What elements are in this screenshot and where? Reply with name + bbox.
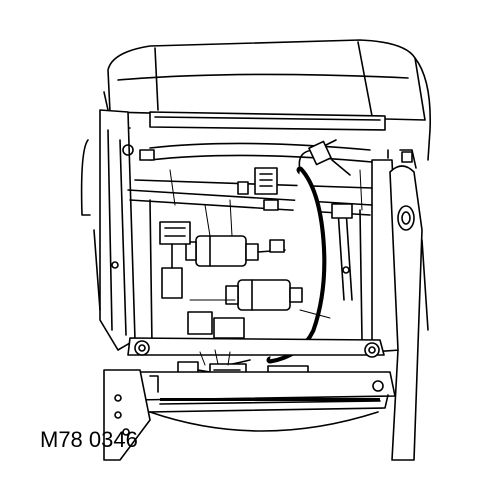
figure-reference-code: M78 0346 [40,427,138,452]
right-rod [331,203,353,301]
seat-cushion-top [103,39,432,161]
left-front-bracket [103,369,159,461]
front-cross-bar [127,337,385,358]
upper-cross-tube [139,142,373,163]
detail-lines [169,169,363,319]
left-side-rail [80,109,136,351]
right-side-rail [371,149,429,461]
cushion-front-lip [149,111,386,131]
inner-frame [127,179,373,346]
motor-lower [225,279,303,311]
left-actuator [159,221,245,339]
motor-upper [185,235,286,267]
connector-block [237,140,332,211]
seat-front-underside [129,371,396,432]
